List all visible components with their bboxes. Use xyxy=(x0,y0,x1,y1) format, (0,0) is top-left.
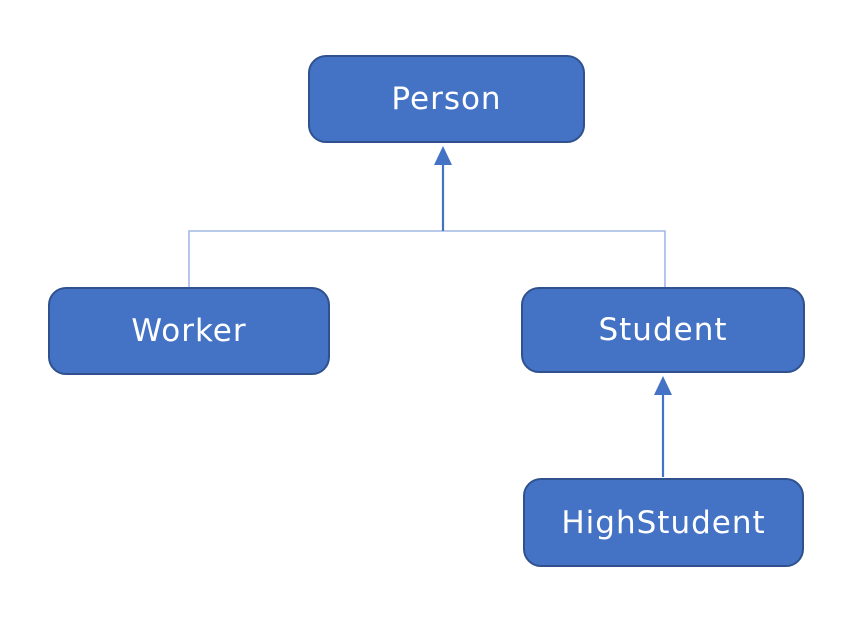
node-student-label: Student xyxy=(598,312,728,348)
node-worker-label: Worker xyxy=(131,313,247,349)
edge-to-person-arrowhead xyxy=(434,146,452,165)
node-person[interactable]: Person xyxy=(308,55,585,143)
node-person-label: Person xyxy=(391,81,502,117)
edge-branch-elbow xyxy=(188,230,666,287)
node-highstudent[interactable]: HighStudent xyxy=(523,478,804,567)
node-worker[interactable]: Worker xyxy=(48,287,330,375)
edge-highstudent-to-student-arrowhead xyxy=(654,376,672,395)
node-student[interactable]: Student xyxy=(521,287,805,373)
node-highstudent-label: HighStudent xyxy=(561,504,766,541)
